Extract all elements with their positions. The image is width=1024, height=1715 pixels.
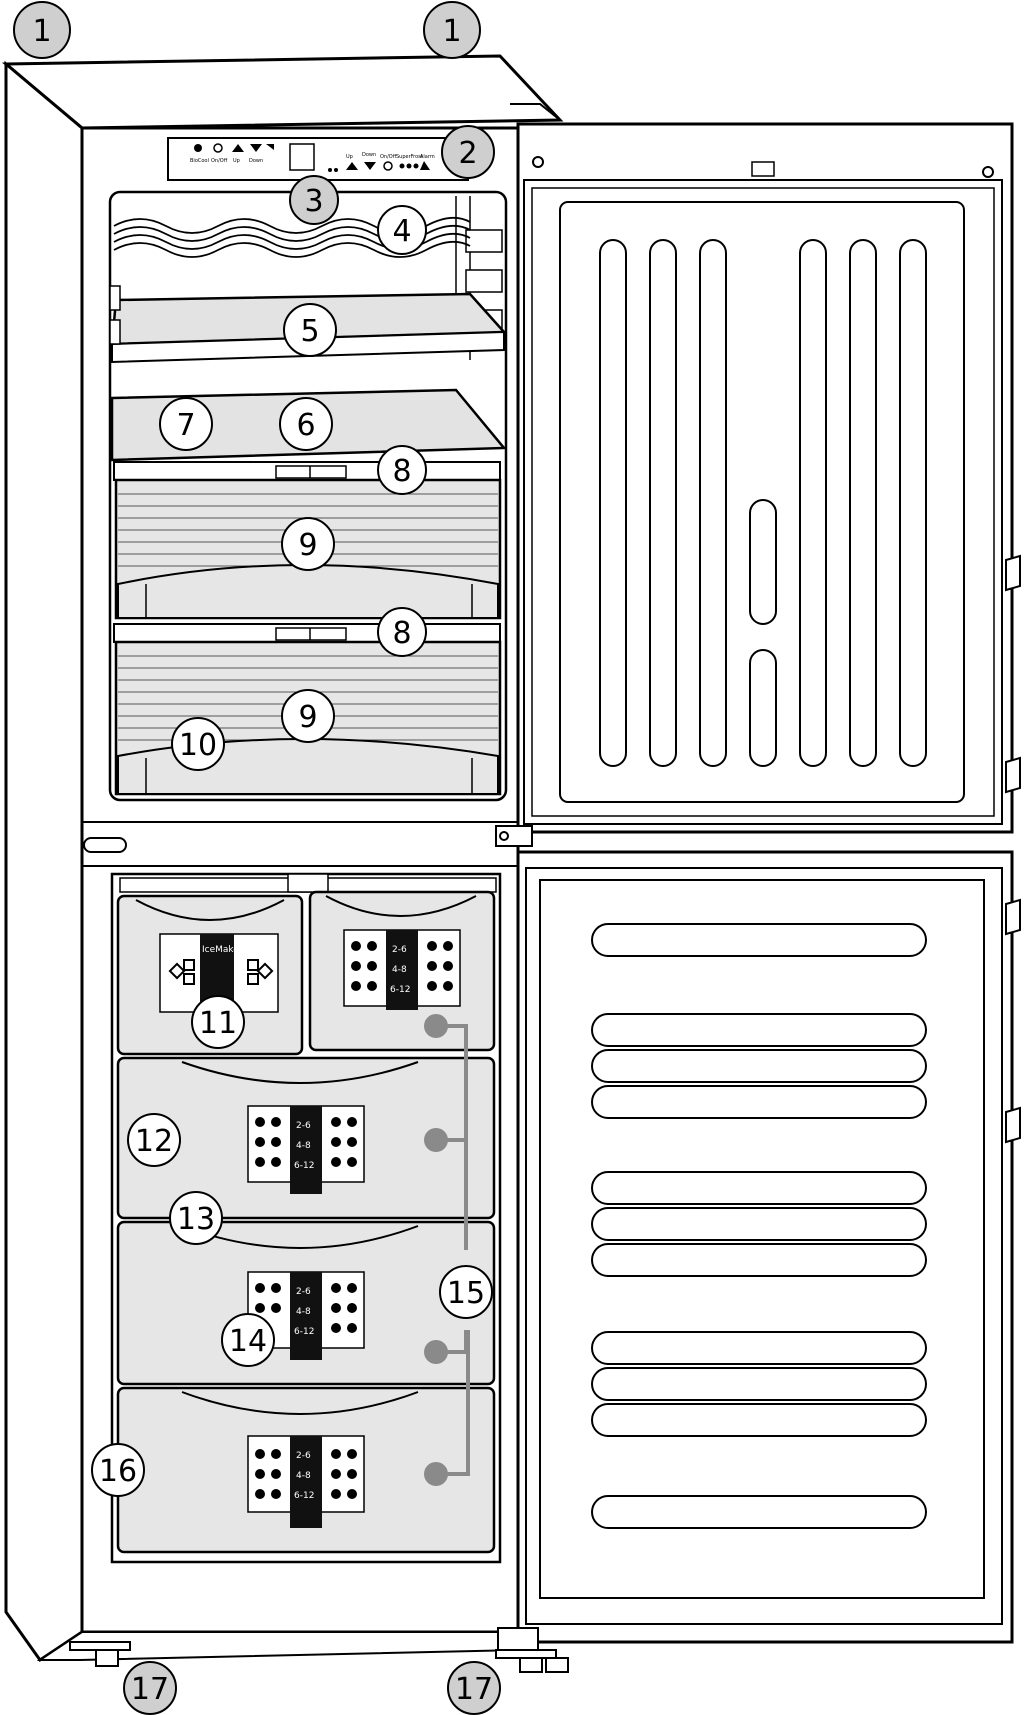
control-label: Down	[362, 152, 376, 158]
callout-14: 14	[221, 1313, 275, 1367]
control-label: On/Off	[211, 158, 228, 164]
control-label: SuperFrost	[396, 154, 423, 160]
control-label: Down	[249, 158, 263, 164]
control-buttons-right[interactable]	[328, 161, 430, 172]
callout-label: 5	[300, 314, 319, 349]
adjustable-feet	[69, 1641, 569, 1673]
freezer-drawer-1[interactable]: 2-6 4-8 6-12	[116, 1056, 496, 1220]
callout-1a: 1	[13, 1, 71, 59]
callout-10: 10	[171, 717, 225, 771]
control-label: BioCool	[190, 158, 209, 164]
callout-13: 13	[169, 1191, 223, 1245]
callout-4: 4	[377, 205, 427, 255]
callout-label: 2	[458, 136, 477, 171]
callouts: 1 1 2 3 4 5 6 7 8 8 9 9 10 11 12 13	[13, 1, 501, 1715]
range-label: 2-6	[296, 1287, 311, 1297]
callout-label: 8	[392, 454, 411, 489]
callout-label: 8	[392, 616, 411, 651]
callout-3: 3	[289, 175, 339, 225]
callout-label: 9	[298, 700, 317, 735]
range-label: 2-6	[296, 1121, 311, 1131]
callout-label: 10	[179, 728, 217, 763]
callout-9b: 9	[281, 689, 335, 743]
callout-8b: 8	[377, 607, 427, 657]
callout-label: 13	[177, 1202, 215, 1237]
callout-5: 5	[283, 303, 337, 357]
control-panel-labels: BioCool On/Off Up Down Up Down On/Off Su…	[190, 152, 435, 164]
callout-1b: 1	[423, 1, 481, 59]
control-panel[interactable]: BioCool On/Off Up Down Up Down On/Off Su…	[167, 137, 469, 181]
upper-door[interactable]	[510, 103, 1021, 834]
range-label: 4-8	[296, 1141, 311, 1151]
callout-label: 3	[304, 184, 323, 219]
callout-8a: 8	[377, 445, 427, 495]
icemaker-label: IceMaker	[202, 945, 243, 955]
callout-16: 16	[91, 1443, 145, 1497]
control-label: On/Off	[380, 154, 397, 160]
callout-7: 7	[159, 397, 213, 451]
range-label: 6-12	[294, 1327, 314, 1337]
callout-label: 6	[296, 408, 315, 443]
range-label: 6-12	[294, 1491, 314, 1501]
food-icons	[255, 1449, 357, 1499]
range-label: 6-12	[294, 1161, 314, 1171]
callout-label: 11	[199, 1006, 237, 1041]
food-icons	[255, 1117, 357, 1167]
range-label: 2-6	[392, 945, 407, 955]
food-icons	[255, 1283, 357, 1333]
callout-17b: 17	[447, 1661, 501, 1715]
callout-2: 2	[441, 125, 495, 179]
range-label: 4-8	[296, 1471, 311, 1481]
callout-label: 16	[99, 1454, 137, 1489]
callout-label: 15	[447, 1276, 485, 1311]
door-ribs	[591, 923, 927, 1529]
drawer-handle-dots	[424, 1014, 448, 1486]
control-buttons-left[interactable]	[194, 143, 274, 153]
range-label: 6-12	[390, 985, 410, 995]
callout-label: 1	[442, 14, 461, 49]
callout-label: 4	[392, 214, 411, 249]
food-icons	[351, 941, 453, 991]
callout-label: 17	[455, 1672, 493, 1707]
callout-12: 12	[127, 1113, 181, 1167]
callout-label: 14	[229, 1324, 267, 1359]
callout-17a: 17	[123, 1661, 177, 1715]
callout-9a: 9	[281, 517, 335, 571]
callout-label: 7	[176, 408, 195, 443]
callout-15: 15	[439, 1265, 493, 1319]
callout-label: 17	[131, 1672, 169, 1707]
ice-cube-icon	[168, 959, 274, 985]
callout-6: 6	[279, 397, 333, 451]
freezer-drawer-small[interactable]: 2-6 4-8 6-12	[308, 890, 496, 1052]
control-label: Up	[346, 154, 353, 160]
range-label: 4-8	[296, 1307, 311, 1317]
control-label: Up	[233, 158, 240, 164]
lower-door[interactable]	[516, 850, 1021, 1644]
control-label: Alarm	[420, 154, 435, 160]
callout-11: 11	[191, 995, 245, 1049]
biofresh-drawer-upper[interactable]	[113, 461, 502, 620]
range-label: 4-8	[392, 965, 407, 975]
range-label: 2-6	[296, 1451, 311, 1461]
callout-label: 12	[135, 1124, 173, 1159]
door-ribs	[599, 239, 927, 767]
freezer-drawer-3[interactable]: 2-6 4-8 6-12	[116, 1386, 496, 1554]
callout-label: 9	[298, 528, 317, 563]
callout-label: 1	[32, 14, 51, 49]
